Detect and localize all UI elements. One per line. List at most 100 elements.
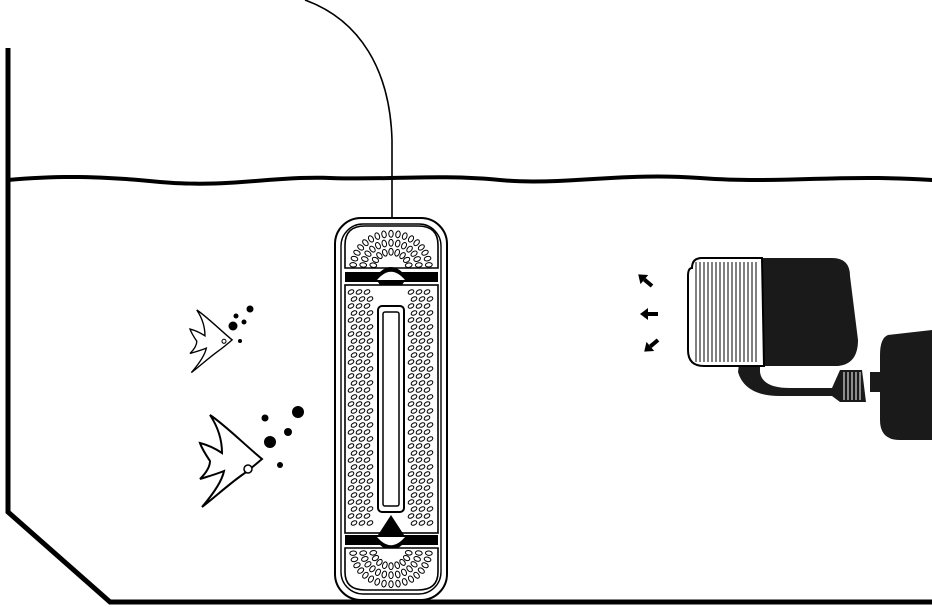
vent-hole	[363, 317, 371, 323]
vent-hole	[347, 317, 355, 323]
vent-hole	[418, 394, 426, 400]
vent-hole	[410, 394, 418, 400]
vent-hole	[358, 394, 366, 400]
vent-hole	[358, 492, 366, 498]
vent-hole	[381, 239, 388, 248]
vent-hole	[371, 256, 380, 263]
vent-hole	[358, 366, 366, 372]
vent-hole	[350, 296, 358, 302]
vent-hole	[407, 235, 415, 243]
vent-hole	[415, 387, 423, 393]
vent-hole	[426, 394, 434, 400]
vent-hole	[418, 366, 426, 372]
vent-hole	[381, 561, 388, 570]
vent-hole	[417, 244, 425, 251]
vent-hole	[410, 310, 418, 316]
vent-hole	[415, 359, 423, 365]
vent-hole	[355, 373, 363, 379]
vent-hole	[358, 450, 366, 456]
vent-hole	[410, 366, 418, 372]
vent-hole	[350, 556, 359, 563]
vent-hole	[347, 457, 355, 463]
vent-hole	[423, 415, 431, 421]
vent-hole	[418, 478, 426, 484]
vent-hole	[347, 303, 355, 309]
vent-hole	[363, 429, 371, 435]
vent-hole	[401, 568, 408, 576]
vent-hole	[415, 303, 423, 309]
vent-hole	[426, 338, 434, 344]
vent-hole	[415, 429, 423, 435]
vent-hole	[407, 331, 415, 337]
vent-hole	[401, 242, 408, 250]
vent-holes-top	[349, 229, 433, 268]
vent-hole	[367, 575, 375, 583]
vent-hole	[366, 310, 374, 316]
vent-hole	[410, 450, 418, 456]
vent-hole	[415, 415, 423, 421]
vent-hole	[410, 324, 418, 330]
vent-hole	[407, 289, 415, 295]
vent-hole	[388, 247, 394, 256]
vent-hole	[347, 499, 355, 505]
vent-hole	[388, 571, 394, 580]
vent-hole	[350, 450, 358, 456]
vent-hole	[347, 401, 355, 407]
vent-hole	[426, 422, 434, 428]
vent-hole	[363, 331, 371, 337]
vent-hole	[415, 317, 423, 323]
vent-hole	[347, 485, 355, 491]
vent-hole	[426, 408, 434, 414]
vent-hole	[369, 550, 378, 556]
flow-arrows	[638, 274, 660, 352]
vent-hole	[418, 408, 426, 414]
vent-hole	[366, 380, 374, 386]
vent-hole	[364, 250, 372, 257]
vent-hole	[359, 262, 368, 268]
vent-hole	[347, 429, 355, 435]
vent-hole	[410, 436, 418, 442]
vent-hole	[355, 401, 363, 407]
vent-hole	[401, 578, 408, 586]
vent-hole	[426, 506, 434, 512]
vent-hole	[350, 352, 358, 358]
vent-hole	[388, 562, 394, 571]
vent-holes-bottom	[349, 550, 433, 589]
vent-hole	[423, 373, 431, 379]
vent-hole	[355, 485, 363, 491]
vent-hole	[366, 492, 374, 498]
vent-hole	[423, 556, 432, 563]
vent-hole	[355, 513, 363, 519]
vent-hole	[426, 450, 434, 456]
vent-hole	[426, 380, 434, 386]
vent-hole	[363, 471, 371, 477]
vent-hole	[366, 506, 374, 512]
vent-hole	[399, 252, 406, 260]
vent-hole	[363, 387, 371, 393]
vent-hole	[366, 394, 374, 400]
vent-hole	[423, 317, 431, 323]
arrow-icon	[638, 274, 654, 288]
vent-hole	[358, 422, 366, 428]
vent-hole	[355, 303, 363, 309]
vent-hole	[358, 408, 366, 414]
vent-hole	[426, 352, 434, 358]
vent-hole	[355, 289, 363, 295]
vent-hole	[423, 255, 432, 262]
vent-hole	[407, 387, 415, 393]
vent-hole	[366, 520, 374, 526]
vent-hole	[415, 331, 423, 337]
vent-hole	[415, 457, 423, 463]
vent-hole	[347, 359, 355, 365]
vent-hole	[410, 250, 418, 257]
vent-hole	[404, 262, 413, 268]
vent-hole	[366, 422, 374, 428]
connector-ribs	[843, 372, 861, 400]
large-fish-bubbles	[261, 406, 304, 468]
vent-hole	[415, 443, 423, 449]
small-fish	[188, 309, 234, 374]
vent-hole	[355, 359, 363, 365]
vent-hole	[415, 471, 423, 477]
vent-hole	[347, 373, 355, 379]
vent-hole	[418, 464, 426, 470]
